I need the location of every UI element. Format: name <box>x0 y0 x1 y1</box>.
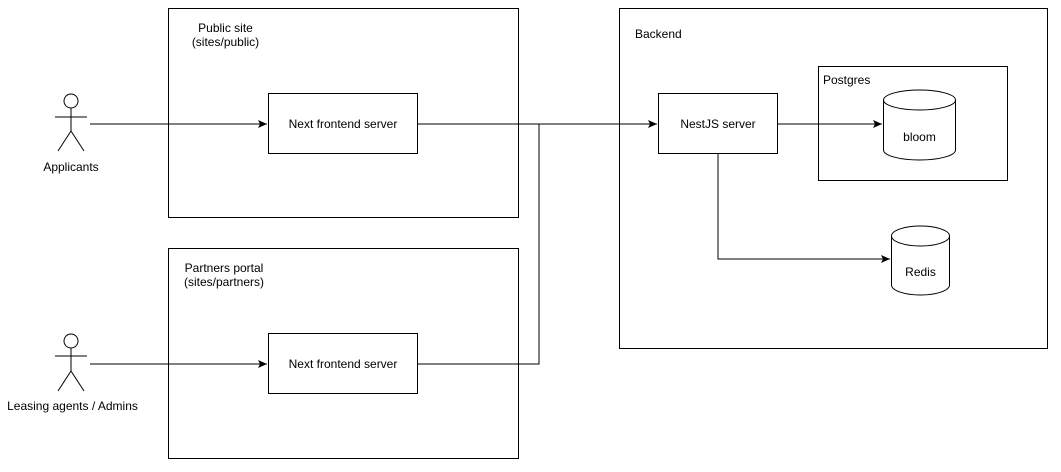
leasing-agents-label: Leasing agents / Admins <box>7 399 138 413</box>
backend-container <box>619 8 1048 349</box>
partners-portal-title: Partners portal (sites/partners) <box>183 261 265 289</box>
public-site-container <box>168 8 519 218</box>
public-site-title: Public site (sites/public) <box>191 21 260 49</box>
public-next-server-label: Next frontend server <box>288 117 398 131</box>
redis-label: Redis <box>905 265 936 279</box>
nestjs-server-box <box>658 93 778 154</box>
nestjs-server-label: NestJS server <box>680 117 756 131</box>
bloom-database-cylinder <box>883 89 956 161</box>
applicants-actor-icon <box>55 93 87 152</box>
applicants-label: Applicants <box>43 160 99 174</box>
bloom-db-label: bloom <box>903 130 936 144</box>
backend-title: Backend <box>635 27 682 41</box>
partners-server-to-nestjs-connector <box>418 124 540 365</box>
partners-next-server-box <box>268 333 418 394</box>
nestjs-to-redis-arrow <box>717 154 890 263</box>
redis-cache-cylinder <box>891 225 950 296</box>
postgres-title: Postgres <box>823 73 871 87</box>
partners-portal-container <box>168 248 519 459</box>
leasing-agents-actor-icon <box>55 333 87 392</box>
public-next-server-box <box>268 93 418 154</box>
partners-next-server-label: Next frontend server <box>288 357 398 371</box>
